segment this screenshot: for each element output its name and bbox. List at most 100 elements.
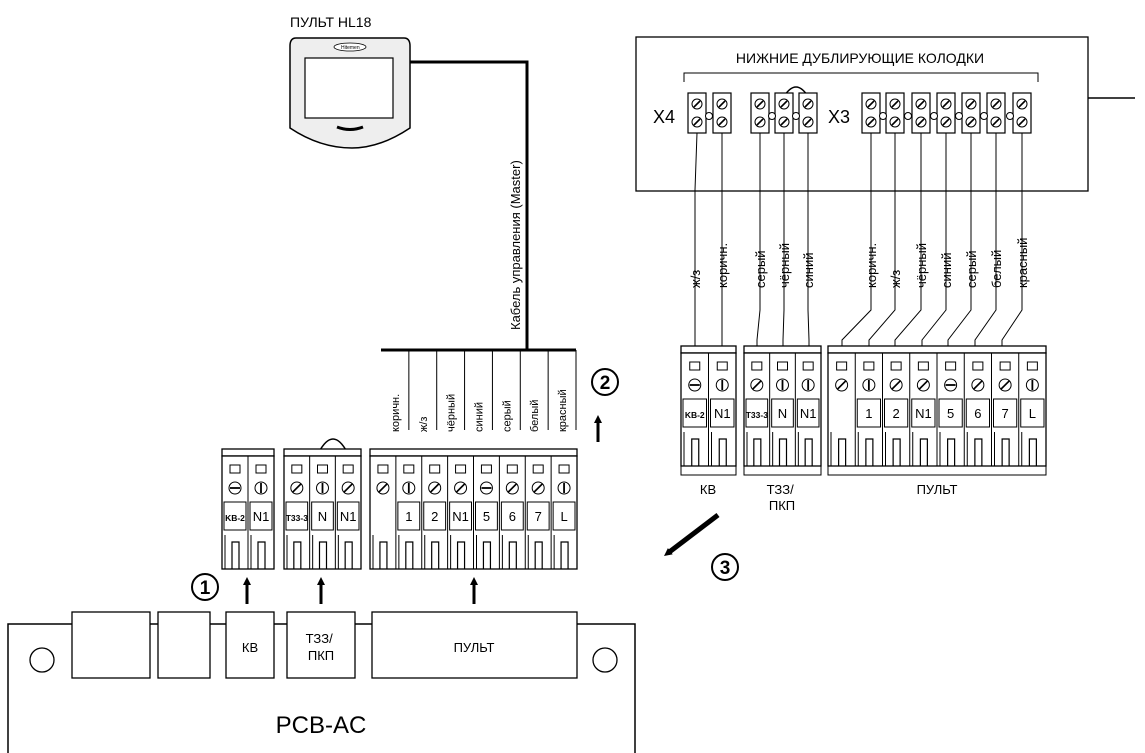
panel-wire: [807, 133, 810, 346]
remote-title: ПУЛЬТ HL18: [290, 14, 372, 30]
terminal-block-cap: [369, 448, 578, 457]
terminal-label: 7: [1002, 406, 1009, 421]
terminal-slot: [716, 361, 728, 371]
panel-wire: [782, 133, 785, 346]
terminal-label: 2: [431, 509, 438, 524]
terminal-pin: [344, 541, 353, 569]
terminal-label-box: [745, 398, 769, 428]
left-wire-label: белый: [529, 400, 541, 432]
pcb-board: КВ ТЗЗ/ ПКП ПУЛЬТ PCB-AC: [7, 611, 636, 753]
left-wire-label: красный: [557, 389, 569, 432]
terminal-label-box: [423, 501, 447, 531]
remote-button: [336, 125, 364, 131]
terminal-label: N1: [915, 406, 932, 421]
terminal-slot: [1026, 361, 1038, 371]
terminal-block-cap: [827, 345, 1047, 354]
remote-screen: [304, 57, 394, 119]
right-label-tzz-line-1: ТЗЗ/: [767, 482, 794, 497]
right-label-pult: ПУЛЬТ: [917, 482, 958, 497]
terminal-cell: KB-2: [223, 464, 247, 569]
terminal-label: N1: [714, 406, 731, 421]
terminal-pin: [753, 438, 762, 466]
terminal-slot: [777, 361, 788, 371]
terminal-label-box: [965, 398, 990, 428]
panel-terminal: [986, 92, 1006, 134]
terminal-label-box: [526, 501, 550, 531]
screw-slot-icon: [455, 483, 466, 493]
terminal-label: N1: [253, 509, 270, 524]
remote-control: ПУЛЬТ HL18 Hitemen: [289, 14, 411, 149]
terminal-slot: [291, 464, 303, 474]
screw-slot-icon: [804, 100, 812, 108]
terminal-pin: [974, 438, 983, 466]
bracket-kv: [680, 465, 737, 476]
up-arrows: [243, 415, 720, 604]
marker-2: 2: [591, 368, 619, 396]
marker-3: 3: [711, 553, 739, 581]
screw-slot-icon: [1018, 100, 1026, 108]
panel-link-icon: [904, 112, 912, 120]
terminal-cell: N1: [334, 456, 360, 569]
terminal-slot: [890, 361, 902, 371]
terminal-slot: [455, 464, 467, 474]
terminal-label: N1: [800, 406, 817, 421]
panel-terminal: [712, 92, 732, 134]
screw-slot-icon: [891, 380, 901, 390]
screw-slot-icon: [693, 118, 701, 126]
panel-wire-label: чёрный: [777, 243, 792, 288]
terminal-label-box: [397, 501, 421, 531]
panel-title: НИЖНИЕ ДУБЛИРУЮЩИЕ КОЛОДКИ: [736, 50, 984, 66]
panel-wire: [974, 133, 997, 346]
panel-wire-label: ж/з: [688, 270, 703, 288]
terminal-slot: [429, 464, 441, 474]
duplicate-terminal-panel: НИЖНИЕ ДУБЛИРУЮЩИЕ КОЛОДКИ X4 X3: [635, 36, 1135, 192]
screw-slot-icon: [967, 118, 975, 126]
terminal-pin: [293, 541, 302, 569]
terminal-cell: 5: [936, 353, 963, 466]
terminal-slot: [403, 464, 415, 474]
screw-slot-icon: [780, 100, 788, 108]
panel-terminal: [911, 92, 931, 134]
terminal-slot: [945, 361, 957, 371]
screw-slot-icon: [992, 118, 1000, 126]
terminal-slot: [255, 464, 267, 474]
terminal-label: 1: [865, 406, 872, 421]
right-label-tzz-line-2: ПКП: [769, 498, 795, 513]
panel-wire-label: синий: [801, 253, 816, 288]
marker-3-label: 3: [720, 558, 731, 579]
terminal-pin: [691, 438, 700, 466]
screw-slot-icon: [942, 100, 950, 108]
panel-wire: [756, 133, 761, 346]
terminal-cell: L: [1018, 353, 1045, 466]
x4-label: X4: [653, 107, 675, 127]
screw-slot-icon: [917, 100, 925, 108]
panel-terminal: [1012, 92, 1032, 134]
terminal-block: KB-2 N1: [221, 448, 275, 570]
panel-link-icon: [792, 112, 800, 120]
terminal-label-box: [552, 501, 576, 531]
terminal-slot: [317, 464, 328, 474]
terminal-label: 6: [509, 509, 516, 524]
panel-wire-label: ж/з: [888, 270, 903, 288]
panel-link-icon: [980, 112, 988, 120]
screw-slot-icon: [343, 483, 353, 493]
bracket-pult: [827, 465, 1047, 476]
terminal-label-box: [938, 398, 963, 428]
terminal-label-box: [475, 501, 498, 531]
left-wire-label: синий: [474, 402, 486, 432]
terminal-block-cap: [283, 448, 362, 457]
terminal-label: 6: [974, 406, 981, 421]
terminal-slot: [802, 361, 814, 371]
terminal-label: N1: [452, 509, 469, 524]
terminal-cell: N1: [794, 353, 820, 466]
terminal-slot: [506, 464, 518, 474]
terminal-slot: [558, 464, 570, 474]
panel-link-icon: [768, 112, 776, 120]
terminal-pin: [718, 438, 727, 466]
remote-brand: Hitemen: [341, 45, 360, 51]
